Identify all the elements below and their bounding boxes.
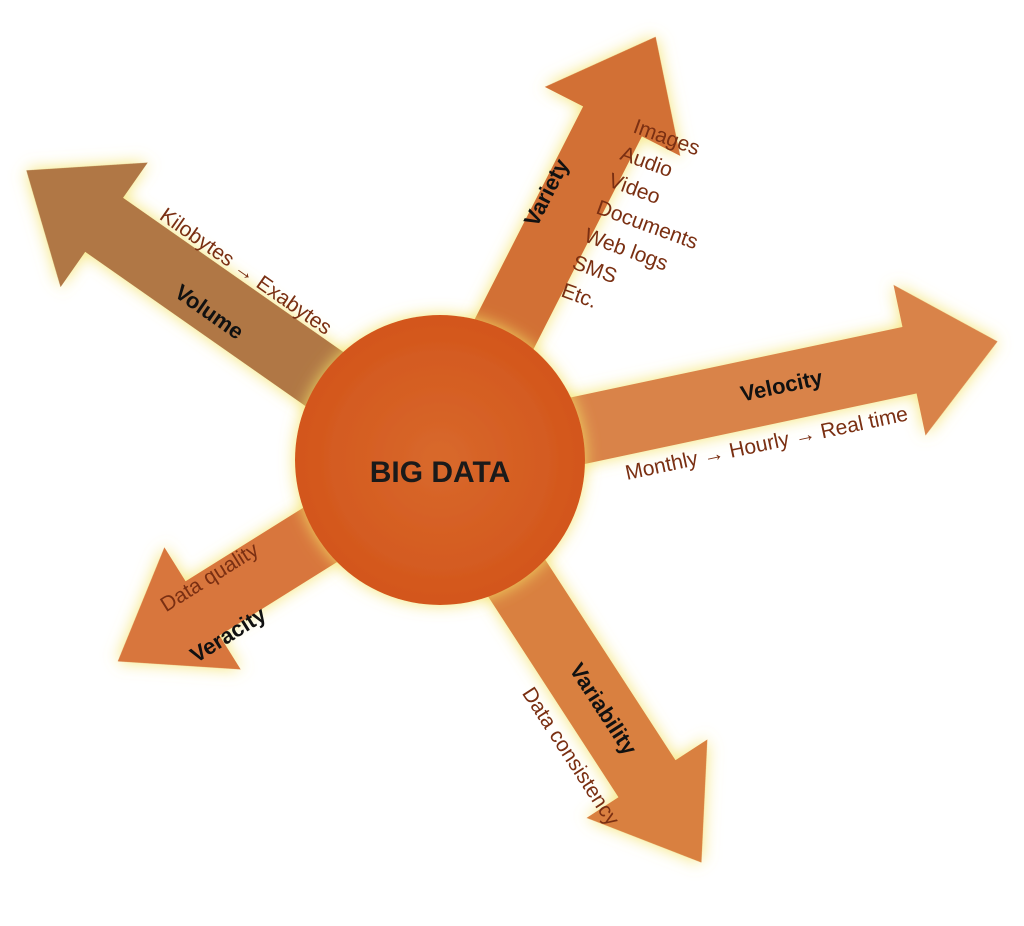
variety-item: Etc. [558,279,600,313]
center-label: BIG DATA [370,456,511,489]
center-circle [295,315,585,605]
